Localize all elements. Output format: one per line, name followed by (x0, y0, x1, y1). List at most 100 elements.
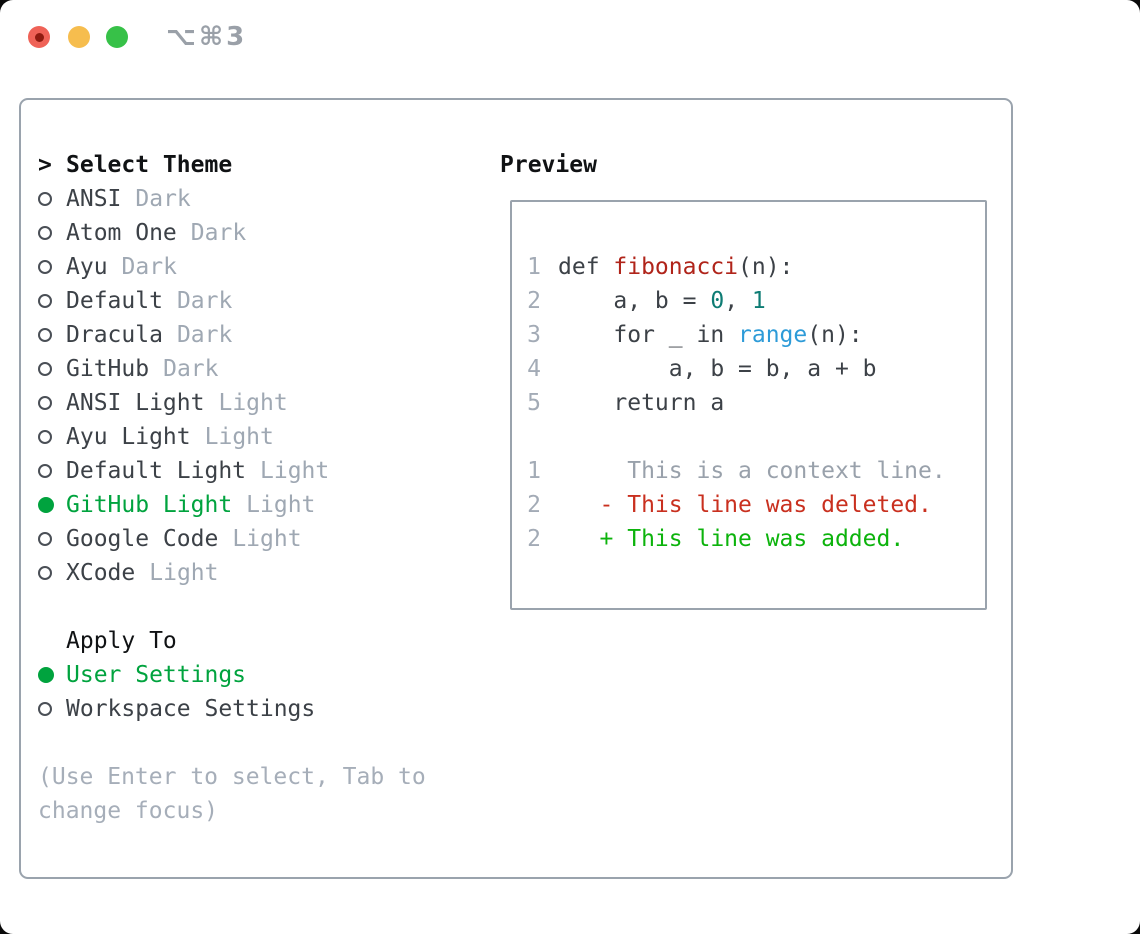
theme-variant: Dark (163, 356, 219, 382)
theme-name: Ayu Light (66, 424, 191, 450)
diff-line-deleted: 2 - This line was deleted. (527, 488, 985, 522)
theme-name: GitHub Light (66, 492, 233, 518)
theme-name: ANSI (66, 186, 122, 212)
theme-item-github-light[interactable]: GitHub Light Light (38, 488, 426, 522)
theme-variant: Dark (121, 254, 177, 280)
radio-selected-icon (38, 497, 66, 513)
code-segment-plain: (n): (807, 322, 863, 348)
theme-item-ansi-light[interactable]: ANSI Light Light (38, 386, 426, 420)
code-line: 4 a, b = b, a + b (527, 352, 985, 386)
theme-name: ANSI Light (66, 390, 205, 416)
line-number: 2 (527, 492, 541, 518)
code-segment-plain: for _ in (558, 322, 739, 348)
apply-option-user-settings[interactable]: User Settings (38, 658, 426, 692)
apply-option-workspace-settings[interactable]: Workspace Settings (38, 692, 426, 726)
code-line: 1 def fibonacci(n): (527, 250, 985, 284)
theme-variant: Light (204, 424, 274, 450)
code-text: def fibonacci(n): (558, 250, 793, 284)
radio-glyph (38, 532, 52, 546)
theme-variant: Light (246, 492, 316, 518)
theme-name: Google Code (66, 526, 219, 552)
theme-variant: Dark (135, 186, 191, 212)
theme-item-github[interactable]: GitHub Dark (38, 352, 426, 386)
radio-glyph (38, 192, 52, 206)
diff-text: + This line was added. (558, 526, 905, 552)
select-theme-header-row: > Select Theme (38, 148, 426, 182)
minimize-button[interactable] (68, 26, 90, 48)
radio-icon (38, 532, 66, 546)
prompt-caret-icon: > (38, 152, 52, 178)
radio-icon (38, 226, 66, 240)
theme-variant: Light (149, 560, 219, 586)
close-button[interactable] (28, 26, 50, 48)
theme-item-dracula[interactable]: Dracula Dark (38, 318, 426, 352)
apply-option-label: User Settings (66, 662, 247, 688)
theme-name: GitHub (66, 356, 150, 382)
diff-preview: 1 This is a context line.2 - This line w… (527, 454, 985, 556)
radio-selected-icon (38, 667, 66, 683)
theme-item-ansi[interactable]: ANSI Dark (38, 182, 426, 216)
theme-variant: Dark (176, 322, 233, 348)
theme-item-ayu[interactable]: Ayu Dark (38, 250, 426, 284)
radio-glyph (38, 396, 52, 410)
diff-line-context: 1 This is a context line. (527, 454, 985, 488)
diff-line-added: 2 + This line was added. (527, 522, 985, 556)
help-text-line-2: change focus) (38, 798, 219, 824)
radio-glyph (38, 260, 52, 274)
radio-icon (38, 430, 66, 444)
radio-icon (38, 294, 66, 308)
radio-icon (38, 362, 66, 376)
radio-glyph (38, 702, 52, 716)
preview-header: Preview (500, 152, 597, 178)
code-line: 5 return a (527, 386, 985, 420)
code-text: for _ in range(n): (558, 318, 863, 352)
apply-to-header-row: Apply To (38, 624, 426, 658)
theme-name: Default Light (66, 458, 247, 484)
line-number: 1 (527, 254, 541, 280)
radio-glyph (38, 464, 52, 478)
radio-glyph (38, 362, 52, 376)
zoom-button[interactable] (106, 26, 128, 48)
line-number: 5 (527, 390, 541, 416)
theme-name: XCode (66, 560, 136, 586)
theme-variant: Dark (190, 220, 247, 246)
code-segment-plain: return a (558, 390, 725, 416)
theme-variant: Light (232, 526, 302, 552)
theme-item-ayu-light[interactable]: Ayu Light Light (38, 420, 426, 454)
code-segment-builtin: range (738, 322, 808, 348)
code-segment-number: 0 (710, 288, 725, 314)
theme-name: Dracula (66, 322, 163, 348)
code-segment-plain: a, b = (558, 288, 711, 314)
radio-glyph (38, 566, 52, 580)
unsaved-dot-icon (34, 32, 44, 42)
radio-icon (38, 260, 66, 274)
radio-glyph (38, 226, 52, 240)
theme-item-xcode[interactable]: XCode Light (38, 556, 426, 590)
diff-text: This is a context line. (558, 458, 946, 484)
radio-glyph (38, 328, 52, 342)
radio-glyph (38, 294, 52, 308)
radio-glyph (38, 667, 54, 683)
theme-item-google-code[interactable]: Google Code Light (38, 522, 426, 556)
line-number: 4 (527, 356, 541, 382)
radio-glyph (38, 430, 52, 444)
code-line: 2 a, b = 0, 1 (527, 284, 985, 318)
theme-name: Default (66, 288, 163, 314)
code-text: return a (558, 386, 724, 420)
list-gap (38, 590, 426, 624)
line-number: 1 (527, 458, 541, 484)
select-theme-header: Select Theme (66, 152, 233, 178)
theme-name: Ayu (66, 254, 108, 280)
theme-variant: Light (218, 390, 288, 416)
apply-option-label: Workspace Settings (66, 696, 316, 722)
